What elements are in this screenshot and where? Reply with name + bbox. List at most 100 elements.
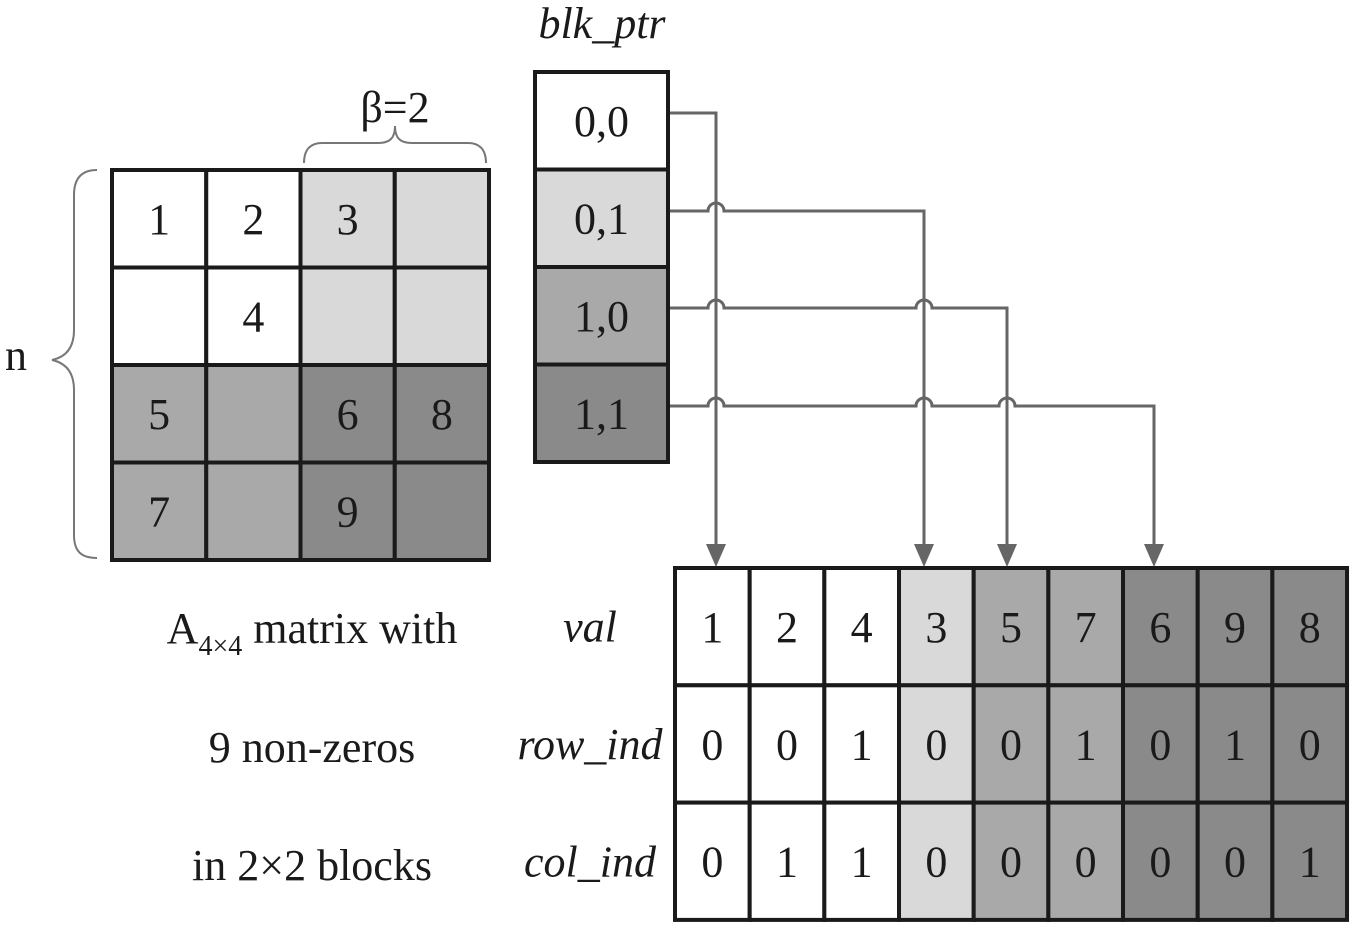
col-ind-cell-bg (971, 800, 1051, 922)
col-ind-cell: 0 (673, 800, 752, 922)
matrix-cell (392, 168, 491, 270)
row-ind-cell-bg (1270, 683, 1350, 805)
row-ind-cell: 1 (822, 683, 902, 805)
matrix-cell: 5 (110, 363, 209, 465)
blk-ptr-entry-value: 0,0 (574, 97, 629, 146)
blk-ptr-array: 0,0 0,1 1,0 1,1 (533, 70, 670, 464)
caption-matrix-dims: 4×4 (198, 631, 242, 662)
matrix-cell-bg (204, 363, 303, 465)
col-ind-cell: 0 (897, 800, 976, 922)
matrix-cell-bg (392, 460, 491, 562)
matrix-cell-value: 7 (148, 488, 170, 537)
matrix-cell-value: 4 (242, 293, 264, 342)
row-ind-cell: 0 (673, 683, 752, 805)
row-ind-cell-bg (673, 683, 752, 805)
row-ind-cell-value: 0 (925, 720, 947, 769)
val-cell: 3 (897, 566, 976, 688)
col-ind-cell: 0 (1046, 800, 1126, 922)
n-label: n (5, 331, 27, 380)
col-ind-cell: 0 (1121, 800, 1200, 922)
matrix-cell-bg (298, 363, 397, 465)
val-cell-value: 3 (925, 603, 947, 652)
blk-ptr-entry-value: 1,0 (574, 292, 629, 341)
matrix-cell: 9 (298, 460, 397, 562)
matrix-cell: 4 (204, 265, 303, 367)
col-ind-cell-value: 0 (701, 838, 723, 887)
caption-matrix-name: A (167, 604, 199, 653)
val-cell-value: 8 (1299, 603, 1321, 652)
row-ind-cell: 1 (1046, 683, 1126, 805)
col-ind-cell: 0 (971, 800, 1051, 922)
row-ind-cell: 0 (971, 683, 1051, 805)
col-ind-cell: 1 (1270, 800, 1350, 922)
blk-ptr-entry-bg (533, 70, 670, 172)
col-ind-cell-bg (1270, 800, 1350, 922)
blk-ptr-entry-bg (533, 362, 670, 464)
col-ind-cell: 1 (747, 800, 827, 922)
array-label-val: val (563, 603, 617, 652)
matrix-cell-bg (298, 265, 397, 367)
row-ind-cell-value: 0 (1149, 720, 1171, 769)
row-ind-cell-bg (971, 683, 1051, 805)
val-cell: 7 (1046, 566, 1126, 688)
col-ind-cell: 0 (1195, 800, 1275, 922)
matrix-cell-value: 3 (337, 195, 359, 244)
val-cell: 1 (673, 566, 752, 688)
connector-line (668, 201, 926, 546)
blk-ptr-title: blk_ptr (538, 0, 666, 48)
col-ind-cell-value: 1 (1299, 838, 1321, 887)
matrix-cell (392, 460, 491, 562)
row-ind-cell-bg (1121, 683, 1200, 805)
col-ind-cell-value: 0 (1000, 838, 1022, 887)
row-ind-cell: 0 (1270, 683, 1350, 805)
row-ind-cell-value: 0 (1000, 720, 1022, 769)
matrix-cell-value: 9 (337, 488, 359, 537)
connectors (668, 111, 1164, 567)
caption-line-3: in 2×2 blocks (192, 841, 432, 890)
val-cell-bg (1121, 566, 1200, 688)
matrix-cell-bg (392, 168, 491, 270)
row-ind-cell-value: 0 (1299, 720, 1321, 769)
row-ind-cell-value: 1 (1075, 720, 1097, 769)
matrix-cell (392, 265, 491, 367)
beta-label: β=2 (360, 83, 429, 132)
val-cell-value: 5 (1000, 603, 1022, 652)
matrix-cell-value: 2 (242, 195, 264, 244)
arrowhead-icon (914, 544, 934, 567)
row-ind-cell-value: 0 (701, 720, 723, 769)
matrix-cell-value: 8 (431, 390, 453, 439)
col-ind-cell-value: 1 (776, 838, 798, 887)
val-cell-value: 7 (1075, 603, 1097, 652)
val-cell-value: 1 (701, 603, 723, 652)
blk-ptr-entry: 0,1 (533, 167, 670, 269)
col-ind-cell-bg (1121, 800, 1200, 922)
matrix-cell (298, 265, 397, 367)
col-ind-cell: 1 (822, 800, 902, 922)
col-ind-cell-value: 0 (1224, 838, 1246, 887)
connector-line (668, 298, 1009, 546)
connector-line (668, 396, 1156, 546)
row-ind-cell-value: 0 (776, 720, 798, 769)
col-ind-cell-bg (822, 800, 902, 922)
arrowhead-icon (997, 544, 1017, 567)
val-cell-value: 4 (851, 603, 873, 652)
val-cell: 8 (1270, 566, 1350, 688)
row-ind-cell: 0 (1121, 683, 1200, 805)
blk-ptr-entry-bg (533, 167, 670, 269)
col-ind-cell-value: 0 (1149, 838, 1171, 887)
val-cell-bg (822, 566, 902, 688)
val-cell: 9 (1195, 566, 1275, 688)
blk-ptr-entry-bg (533, 265, 670, 367)
matrix-cell-bg (204, 460, 303, 562)
val-cell-value: 2 (776, 603, 798, 652)
blk-ptr-entry-value: 1,1 (574, 390, 629, 439)
matrix-cell-bg (392, 265, 491, 367)
matrix-cell-value: 1 (148, 195, 170, 244)
matrix-cell: 7 (110, 460, 209, 562)
arrowhead-icon (1144, 544, 1164, 567)
connector-line (668, 111, 718, 546)
matrix-cell: 3 (298, 168, 397, 270)
